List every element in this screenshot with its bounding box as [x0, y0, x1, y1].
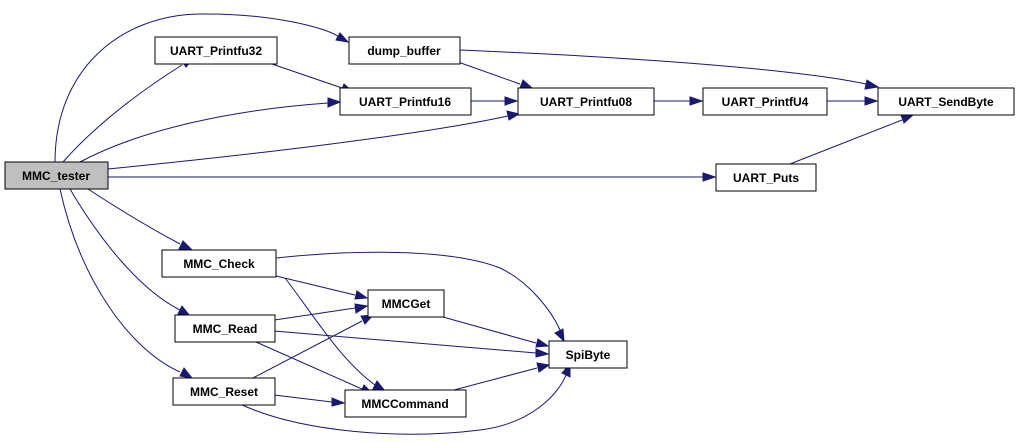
node-label: MMC_tester — [22, 169, 90, 183]
edge-mmc-tester-to-mmc-reset — [59, 188, 194, 379]
node-uart-puts[interactable]: UART_Puts — [715, 163, 817, 192]
edge-dump-buffer-to-uart-printfu08 — [457, 61, 534, 89]
node-uart-printfu4[interactable]: UART_PrintfU4 — [702, 87, 828, 116]
edge-mmc-reset-to-mmccommand — [273, 394, 346, 407]
edge-uart-printfu16-to-uart-printfu08 — [471, 96, 519, 106]
node-mmc-read[interactable]: MMC_Read — [174, 314, 276, 343]
node-mmcget[interactable]: MMCGet — [367, 289, 445, 318]
node-label: UART_Printfu08 — [540, 95, 632, 109]
node-label: MMC_Reset — [190, 385, 258, 399]
edge-mmc-tester-to-uart-printfu08 — [107, 110, 521, 170]
node-spibyte[interactable]: SpiByte — [548, 340, 628, 369]
node-label: UART_Printfu32 — [170, 44, 262, 58]
edge-mmcget-to-spibyte — [442, 316, 550, 348]
edge-mmc-check-to-spibyte — [275, 251, 565, 343]
edge-mmc-check-to-mmcget — [275, 275, 369, 300]
node-uart-printfu08[interactable]: UART_Printfu08 — [517, 87, 655, 116]
node-dump-buffer[interactable]: dump_buffer — [348, 36, 461, 65]
node-label: SpiByte — [566, 348, 611, 362]
node-label: UART_SendByte — [898, 95, 994, 109]
edge-uart-puts-to-uart-sendbyte — [789, 114, 915, 165]
edge-mmc-tester-to-uart-puts — [108, 172, 717, 182]
edge-mmc-tester-to-uart-printfu16 — [79, 97, 342, 163]
node-label: MMC_Check — [183, 257, 255, 271]
edge-mmc-check-to-mmccommand — [284, 277, 387, 392]
node-uart-printfu32[interactable]: UART_Printfu32 — [154, 36, 278, 65]
edge-mmc-tester-to-mmc-check — [87, 188, 194, 251]
edge-mmc-read-to-spibyte — [273, 330, 550, 358]
node-uart-sendbyte[interactable]: UART_SendByte — [877, 87, 1015, 116]
edge-mmc-read-to-mmcget — [260, 303, 369, 323]
edge-mmccommand-to-spibyte — [453, 362, 551, 391]
node-mmc-tester[interactable]: MMC_tester — [4, 161, 109, 190]
edge-mmc-tester-to-uart-printfu32 — [62, 58, 195, 163]
edge-dump-buffer-to-uart-sendbyte — [459, 49, 880, 90]
node-label: UART_Printfu16 — [359, 95, 451, 109]
edge-mmc-tester-to-dump-buffer — [54, 13, 350, 163]
node-label: MMCGet — [382, 297, 431, 311]
node-label: UART_PrintfU4 — [722, 95, 809, 109]
node-label: MMC_Read — [193, 322, 258, 336]
node-uart-printfu16[interactable]: UART_Printfu16 — [339, 87, 472, 116]
node-mmc-check[interactable]: MMC_Check — [161, 249, 277, 278]
edge-uart-printfu4-to-uart-sendbyte — [827, 96, 879, 106]
edges — [54, 13, 915, 435]
node-label: UART_Puts — [733, 171, 799, 185]
node-label: dump_buffer — [367, 44, 441, 58]
node-mmc-reset[interactable]: MMC_Reset — [172, 377, 276, 406]
nodes: MMC_tester UART_Printfu32 dump_buffer UA… — [4, 36, 1015, 418]
node-label: MMCCommand — [361, 397, 448, 411]
edge-uart-printfu08-to-uart-printfu4 — [654, 96, 704, 106]
node-mmccommand[interactable]: MMCCommand — [344, 389, 467, 418]
